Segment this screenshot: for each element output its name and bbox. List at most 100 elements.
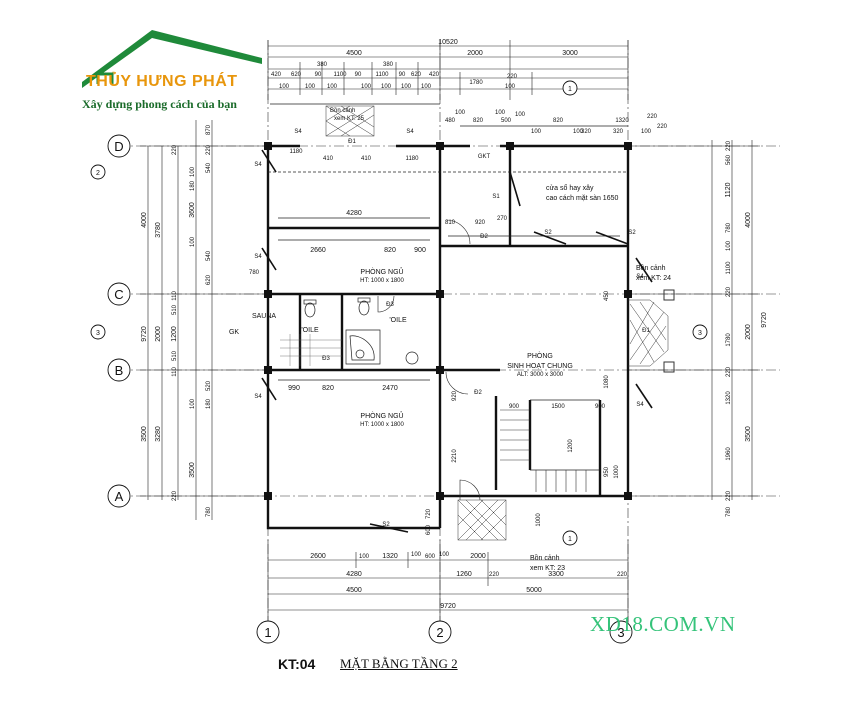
tag-d1-right: Đ1 <box>642 328 650 334</box>
dim-bottom-5000: 5000 <box>526 587 542 594</box>
tag-s4-c: S4 <box>254 162 262 168</box>
dim-left-110-b: 110 <box>172 367 178 377</box>
dim-right-780: 780 <box>726 222 732 233</box>
dim-interior-820-b: 820 <box>322 385 334 392</box>
dim-interior-920: 920 <box>452 390 458 401</box>
grid-label-d: D <box>114 139 123 154</box>
dim-top-380-a: 380 <box>317 62 328 68</box>
dim-top-620-a: 620 <box>291 72 302 78</box>
right-bay-window <box>628 289 675 373</box>
dim-top-620-b: 620 <box>411 72 422 78</box>
room-sub-bedroom-1: HT: 1000 x 1800 <box>360 278 404 284</box>
dim-bottom-2600: 2600 <box>310 553 326 560</box>
grid-label-c: C <box>114 287 123 302</box>
dim-left-780: 780 <box>206 506 212 517</box>
tag-s2-a: S2 <box>544 230 552 236</box>
room-label-gk: GK <box>229 329 239 336</box>
dim-left-3600: 3600 <box>189 202 196 218</box>
dim-inner-100-a: 100 <box>515 112 526 118</box>
dim-left-3280: 3280 <box>155 426 162 442</box>
dim-inner-320-a: 320 <box>581 129 592 135</box>
dim-inner-220-b: 220 <box>657 124 668 130</box>
dim-top-90-c: 90 <box>399 72 406 78</box>
dim-bottom-220: 220 <box>617 572 628 578</box>
dim-right-220-d: 220 <box>726 490 732 501</box>
dim-interior-780: 780 <box>249 270 260 276</box>
left-dimension-lines <box>140 120 268 520</box>
dim-top-2000: 2000 <box>467 50 483 57</box>
dim-inner-100-d: 100 <box>641 129 652 135</box>
dim-top-100-g: 100 <box>421 84 432 90</box>
wc-tile-hatch <box>280 334 342 366</box>
section-marker-top: 1 <box>568 86 572 93</box>
dim-top-380-b: 380 <box>383 62 394 68</box>
dim-interior-1200: 1200 <box>568 439 574 453</box>
dim-inner-220: 220 <box>647 114 658 120</box>
dim-bottom-2000: 2000 <box>470 553 486 560</box>
dim-left-520: 520 <box>206 380 212 391</box>
dim-bottom-1260: 1260 <box>456 571 472 578</box>
dim-interior-2210: 2210 <box>452 449 458 463</box>
room-label-bedroom-2: PHÒNG NGỦ <box>360 411 403 420</box>
dim-left-220-b: 220 <box>206 144 212 155</box>
dim-bottom-100-a: 100 <box>359 554 370 560</box>
dim-left-180-b: 180 <box>206 398 212 409</box>
dim-interior-2470: 2470 <box>382 385 398 392</box>
dim-interior-1000-b: 1000 <box>614 465 620 479</box>
logo-roof-icon <box>82 30 262 88</box>
staircase <box>500 409 587 492</box>
dim-right-100: 100 <box>726 240 732 251</box>
logo-name: THỦY HƯNG PHÁT <box>86 73 238 90</box>
dim-left-510-b: 510 <box>172 350 178 361</box>
note-window-1: cửa sổ hay xây <box>546 184 594 192</box>
dim-bottom-100-c: 100 <box>439 552 450 558</box>
dim-interior-900-a: 900 <box>509 404 520 410</box>
tag-gkt: GKT <box>478 154 491 160</box>
dim-interior-600: 600 <box>426 524 432 535</box>
dim-right-1780: 1780 <box>726 333 732 347</box>
dim-right-4000: 4000 <box>745 212 752 228</box>
note-balcony-right-1: Bồn cảnh <box>636 263 666 272</box>
section-marker-right: 3 <box>698 330 702 337</box>
grid-label-a: A <box>115 489 124 504</box>
dim-top-100-a: 100 <box>279 84 290 90</box>
dim-top-1100-a: 1100 <box>334 72 348 78</box>
room-label-living-1: PHÒNG <box>527 351 553 360</box>
section-marker-left-top: 2 <box>96 170 100 177</box>
dim-right-220-b: 220 <box>726 286 732 297</box>
dim-bottom-total: 9720 <box>440 603 456 610</box>
dim-left-220-c: 220 <box>172 490 178 501</box>
dim-top-4500: 4500 <box>346 50 362 57</box>
dim-balcony-1180-a: 1180 <box>290 149 304 155</box>
dim-bottom-3300: 3300 <box>548 571 564 578</box>
dim-right-220-c: 220 <box>726 366 732 377</box>
dim-top-100-f: 100 <box>401 84 412 90</box>
building-walls <box>266 144 630 530</box>
dim-interior-1000: 1000 <box>536 513 542 527</box>
dim-inner-1320: 1320 <box>615 118 629 124</box>
dim-right-1320: 1320 <box>726 391 732 405</box>
dim-top-3000: 3000 <box>562 50 578 57</box>
dim-bottom-4280: 4280 <box>346 571 362 578</box>
sheet-title: MẶT BẰNG TẦNG 2 <box>340 656 458 671</box>
dim-interior-950: 950 <box>604 466 610 477</box>
dim-interior-2660: 2660 <box>310 247 326 254</box>
dim-top-total: 10520 <box>438 39 458 46</box>
dim-top-90-a: 90 <box>315 72 322 78</box>
toilet-icon <box>303 297 419 365</box>
dim-right-780-b: 780 <box>726 506 732 517</box>
dim-right-1120: 1120 <box>725 182 732 197</box>
tag-s4-a: S4 <box>294 129 302 135</box>
dim-interior-720: 720 <box>426 508 432 519</box>
dim-top-420-b: 420 <box>429 72 440 78</box>
dim-top-1780: 1780 <box>469 80 483 86</box>
dim-inner-820: 820 <box>473 118 484 124</box>
dim-inner-100-b: 100 <box>531 129 542 135</box>
dim-left-540-b: 540 <box>206 250 212 261</box>
dim-left-100-b: 100 <box>190 236 196 247</box>
dim-top-100-h: 100 <box>505 84 516 90</box>
dim-left-110-a: 110 <box>172 291 178 301</box>
window-symbols <box>261 149 653 533</box>
dim-left-620: 620 <box>206 274 212 285</box>
